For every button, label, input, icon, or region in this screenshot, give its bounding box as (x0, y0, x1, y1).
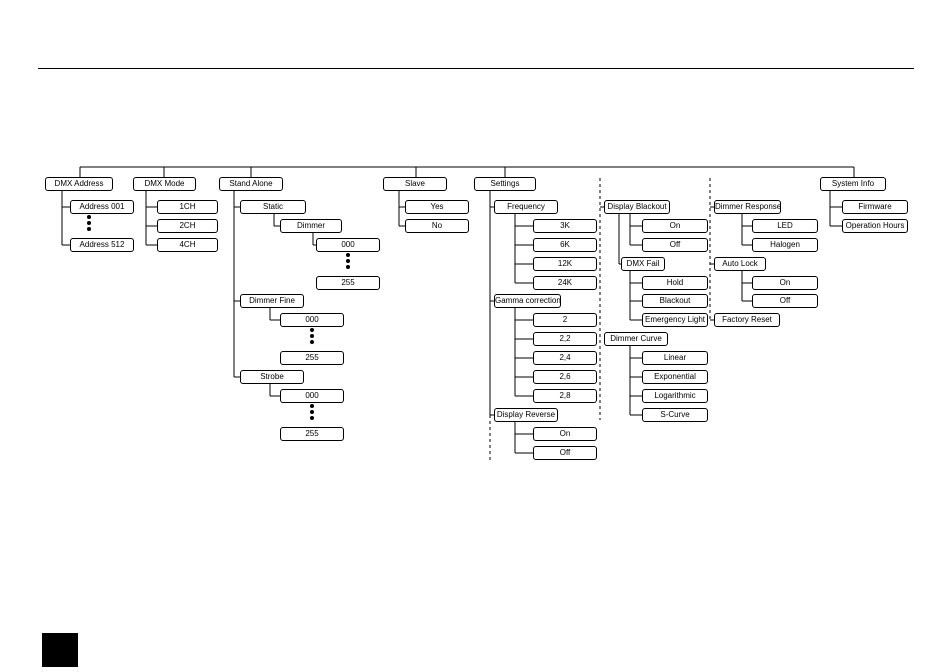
value-dimmer-fine-max[interactable]: 255 (280, 351, 344, 365)
menu-stand-alone[interactable]: Stand Alone (219, 177, 283, 191)
option-auto-lock-on[interactable]: On (752, 276, 818, 290)
submenu-dmx-fail[interactable]: DMX Fail (621, 257, 665, 271)
option-gamma-2-8[interactable]: 2,8 (533, 389, 597, 403)
option-slave-yes[interactable]: Yes (405, 200, 469, 214)
option-address-first[interactable]: Address 001 (70, 200, 134, 214)
option-frequency-12k[interactable]: 12K (533, 257, 597, 271)
option-dmx-fail-emergency-light[interactable]: Emergency Light (642, 313, 708, 327)
option-curve-logarithmic[interactable]: Logarithmic (642, 389, 708, 403)
value-dimmer-min[interactable]: 000 (316, 238, 380, 252)
submenu-static[interactable]: Static (240, 200, 306, 214)
option-response-halogen[interactable]: Halogen (752, 238, 818, 252)
submenu-gamma-correction[interactable]: Gamma correction (494, 294, 561, 308)
option-operation-hours[interactable]: Operation Hours (842, 219, 908, 233)
page-number-tab (42, 633, 78, 667)
menu-settings[interactable]: Settings (474, 177, 536, 191)
ellipsis-dots (346, 253, 350, 271)
ellipsis-dots (310, 404, 314, 422)
submenu-dimmer[interactable]: Dimmer (280, 219, 342, 233)
menu-dmx-mode[interactable]: DMX Mode (133, 177, 196, 191)
submenu-display-blackout[interactable]: Display Blackout (604, 200, 670, 214)
option-display-blackout-off[interactable]: Off (642, 238, 708, 252)
option-frequency-6k[interactable]: 6K (533, 238, 597, 252)
option-gamma-2[interactable]: 2 (533, 313, 597, 327)
submenu-factory-reset[interactable]: Factory Reset (714, 313, 780, 327)
option-gamma-2-2[interactable]: 2,2 (533, 332, 597, 346)
ellipsis-dots (87, 215, 91, 233)
option-response-led[interactable]: LED (752, 219, 818, 233)
header-rule (38, 68, 914, 69)
value-dimmer-fine-min[interactable]: 000 (280, 313, 344, 327)
submenu-strobe[interactable]: Strobe (240, 370, 304, 384)
value-strobe-min[interactable]: 000 (280, 389, 344, 403)
option-mode-2ch[interactable]: 2CH (157, 219, 218, 233)
value-dimmer-max[interactable]: 255 (316, 276, 380, 290)
value-strobe-max[interactable]: 255 (280, 427, 344, 441)
option-mode-4ch[interactable]: 4CH (157, 238, 218, 252)
option-display-reverse-on[interactable]: On (533, 427, 597, 441)
option-frequency-3k[interactable]: 3K (533, 219, 597, 233)
option-curve-exponential[interactable]: Exponential (642, 370, 708, 384)
option-address-last[interactable]: Address 512 (70, 238, 134, 252)
menu-slave[interactable]: Slave (383, 177, 447, 191)
menu-system-info[interactable]: System Info (820, 177, 886, 191)
option-firmware[interactable]: Firmware (842, 200, 908, 214)
submenu-display-reverse[interactable]: Display Reverse (494, 408, 558, 422)
option-display-reverse-off[interactable]: Off (533, 446, 597, 460)
option-display-blackout-on[interactable]: On (642, 219, 708, 233)
ellipsis-dots (310, 328, 314, 346)
option-frequency-24k[interactable]: 24K (533, 276, 597, 290)
option-mode-1ch[interactable]: 1CH (157, 200, 218, 214)
submenu-frequency[interactable]: Frequency (494, 200, 558, 214)
option-curve-linear[interactable]: Linear (642, 351, 708, 365)
submenu-dimmer-curve[interactable]: Dimmer Curve (604, 332, 668, 346)
option-dmx-fail-hold[interactable]: Hold (642, 276, 708, 290)
submenu-dimmer-fine[interactable]: Dimmer Fine (240, 294, 304, 308)
option-curve-s-curve[interactable]: S-Curve (642, 408, 708, 422)
option-gamma-2-6[interactable]: 2,6 (533, 370, 597, 384)
option-gamma-2-4[interactable]: 2,4 (533, 351, 597, 365)
option-auto-lock-off[interactable]: Off (752, 294, 818, 308)
submenu-auto-lock[interactable]: Auto Lock (714, 257, 766, 271)
menu-dmx-address[interactable]: DMX Address (45, 177, 113, 191)
submenu-dimmer-response[interactable]: Dimmer Response (714, 200, 781, 214)
option-slave-no[interactable]: No (405, 219, 469, 233)
option-dmx-fail-blackout[interactable]: Blackout (642, 294, 708, 308)
